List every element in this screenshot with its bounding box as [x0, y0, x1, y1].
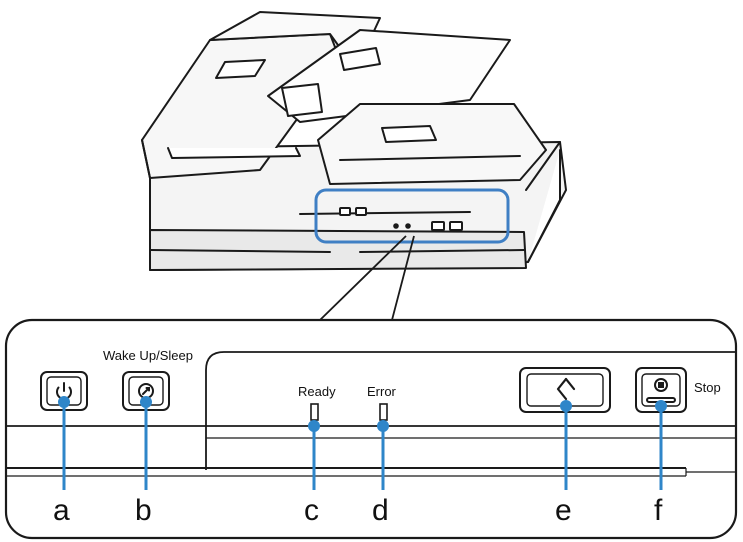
- stop-button[interactable]: [635, 367, 687, 413]
- ready-indicator-light: [310, 403, 319, 421]
- zoom-funnel-lines: [319, 235, 415, 321]
- wake-up-sleep-label: Wake Up/Sleep: [103, 348, 193, 363]
- stop-label: Stop: [694, 380, 721, 395]
- callout-e: e: [555, 494, 572, 527]
- error-label: Error: [367, 384, 397, 399]
- start-button[interactable]: [519, 367, 611, 413]
- callout-d: d: [372, 494, 389, 527]
- callout-leader-lines: [58, 396, 667, 490]
- scanner-illustration: [141, 11, 567, 271]
- callout-a: a: [53, 494, 70, 527]
- start-scan-icon: [556, 377, 576, 401]
- control-panel-detail: [4, 318, 738, 540]
- callout-b: b: [135, 494, 152, 527]
- callout-c: c: [304, 494, 319, 527]
- callout-f: f: [654, 494, 663, 527]
- wake-sleep-button[interactable]: [122, 371, 170, 411]
- ready-label: Ready: [298, 384, 336, 399]
- error-indicator-light: [379, 403, 388, 421]
